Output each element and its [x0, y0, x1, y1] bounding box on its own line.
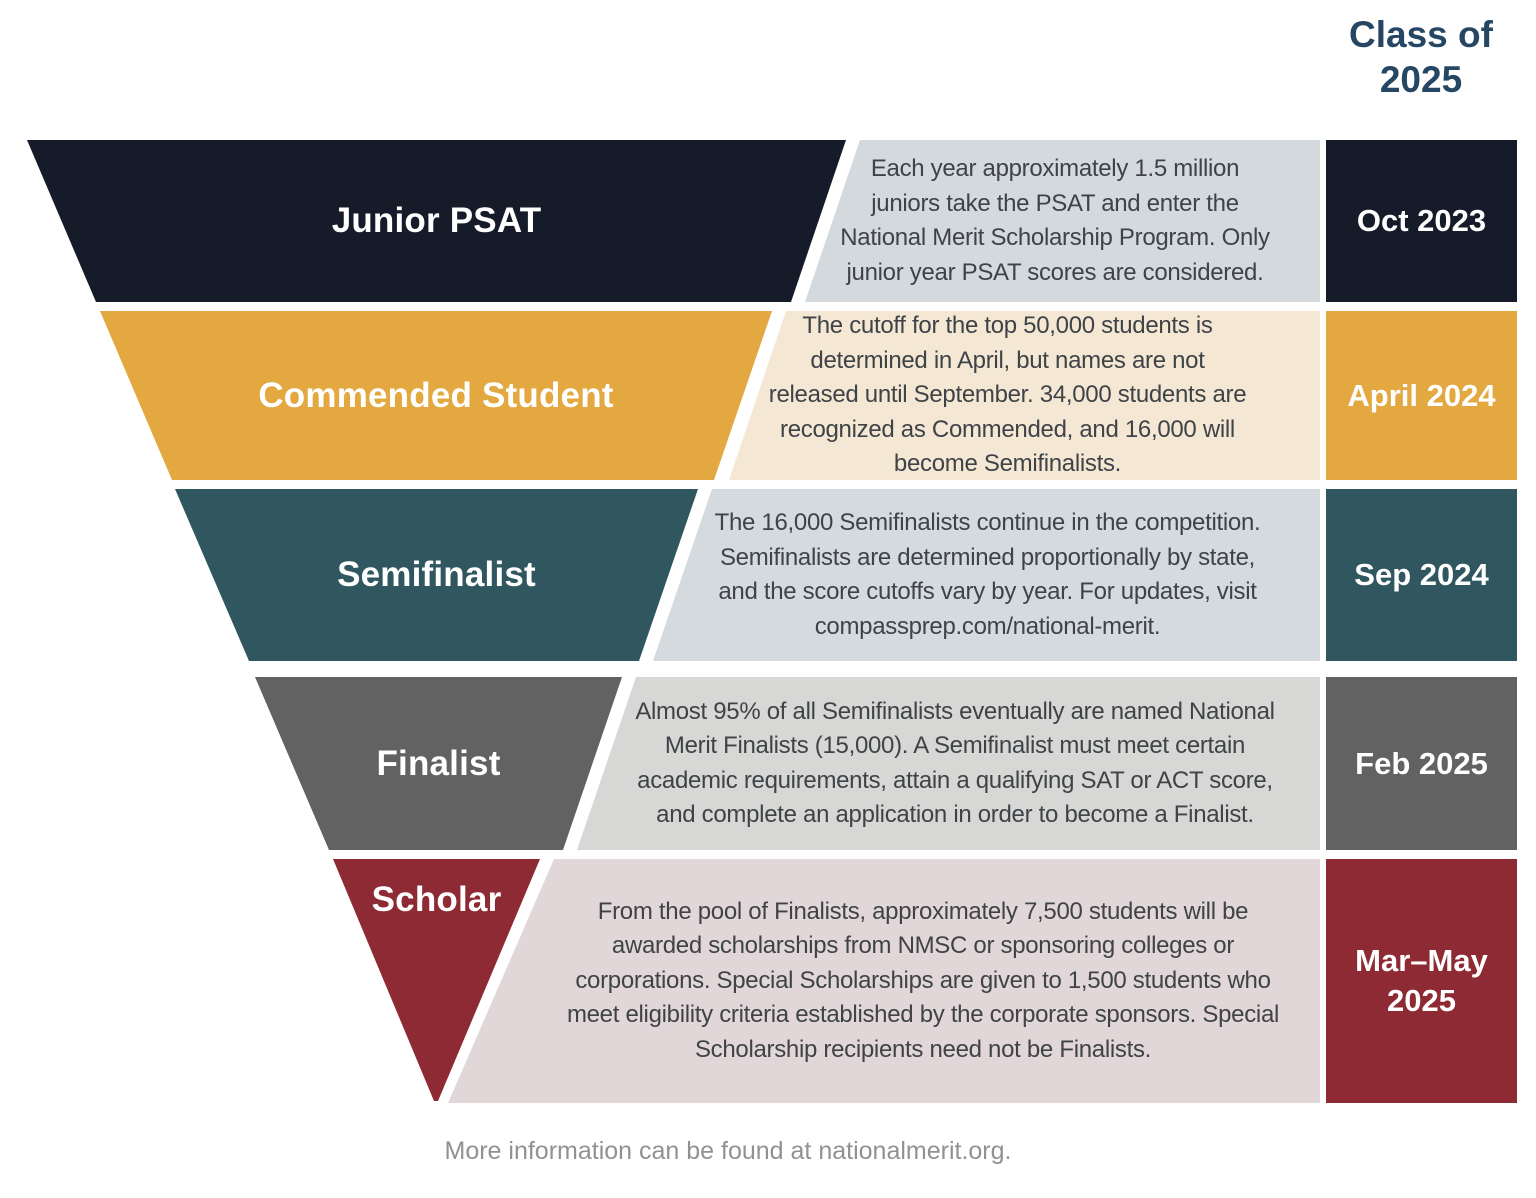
stage-date-semifinalist: Sep 2024: [1354, 557, 1489, 592]
stage-description-junior-psat: Each year approximately 1.5 million juni…: [840, 155, 1270, 286]
stage-description-commended: The cutoff for the top 50,000 students i…: [768, 312, 1247, 478]
stage-date-junior-psat: Oct 2023: [1356, 203, 1487, 238]
stage-label-commended: Commended Student: [258, 375, 614, 415]
date-box-scholar: [1326, 859, 1517, 1103]
description-panel-finalist: [577, 677, 1320, 850]
description-panel-commended: [729, 311, 1320, 480]
page-title: Class of 2025: [1349, 14, 1493, 100]
funnel-segment-finalist: [255, 677, 622, 850]
stage-label-scholar: Scholar: [371, 880, 502, 919]
stage-label-junior-psat: Junior PSAT: [331, 201, 542, 240]
stage-date-commended: April 2024: [1347, 377, 1496, 413]
date-box-junior-psat: [1326, 140, 1517, 302]
description-panel-junior-psat: [805, 140, 1320, 302]
stage-description-scholar: From the pool of Finalists, approximatel…: [566, 897, 1280, 1063]
stage-date-scholar: Mar–May 2025: [1355, 943, 1488, 1018]
funnel-segment-commended: [100, 311, 772, 480]
stage-label-semifinalist: Semifinalist: [337, 555, 536, 594]
stage-description-semifinalist: The 16,000 Semifinalists continue in the…: [714, 509, 1261, 640]
stage-description-finalist: Almost 95% of all Semifinalists eventual…: [635, 697, 1275, 829]
date-box-commended: [1326, 311, 1517, 480]
description-panel-semifinalist: [653, 489, 1320, 661]
date-box-finalist: [1326, 677, 1517, 850]
description-panel-scholar: [448, 859, 1320, 1103]
stage-label-finalist: Finalist: [376, 743, 501, 783]
funnel-segment-scholar: [333, 859, 540, 1101]
stage-date-finalist: Feb 2025: [1355, 745, 1488, 781]
date-box-semifinalist: [1326, 489, 1517, 661]
funnel-segment-junior-psat: [27, 140, 846, 302]
funnel-segment-semifinalist: [175, 489, 698, 661]
footer-note: More information can be found at nationa…: [444, 1136, 1012, 1165]
